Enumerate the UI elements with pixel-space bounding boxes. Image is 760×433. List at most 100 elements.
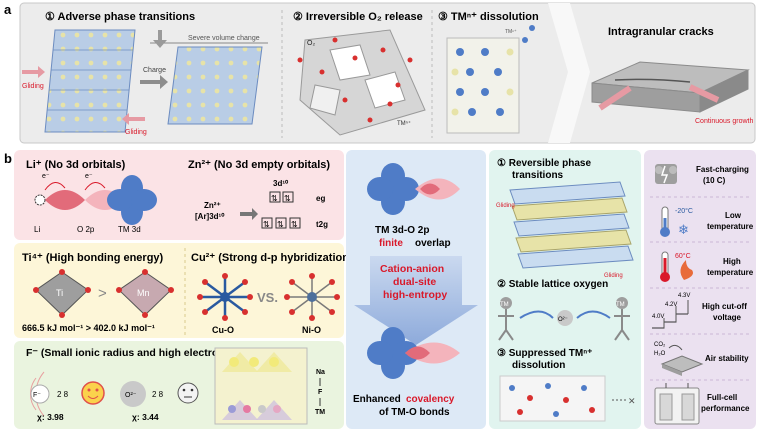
- center-mid-line2: dual-site: [393, 276, 436, 288]
- zn-orbital-boxes: [261, 191, 301, 229]
- zn-arrow-icon: [240, 208, 258, 220]
- f-title: F⁻ (Small ionic radius and high electron…: [26, 347, 271, 359]
- center-top-text: TM 3d-O 2p: [375, 225, 429, 236]
- svg-text:⇅: ⇅: [263, 220, 270, 229]
- voltage-steps-icon: [652, 300, 689, 329]
- down-arrow-icon: [354, 256, 478, 345]
- volume-change-label: Severe volume change: [188, 35, 260, 42]
- magnet-icon: [519, 310, 554, 319]
- right3-title2: dissolution: [512, 360, 565, 371]
- feature-2-label2: temperature: [707, 222, 754, 231]
- electron-label: e⁻: [85, 173, 93, 180]
- co2-label: CO₂: [654, 342, 666, 348]
- right-gliding-label: Gliding: [604, 273, 623, 279]
- greater-than: >: [98, 285, 107, 302]
- tm-ion-label: TMⁿ⁺: [397, 120, 411, 127]
- ti-title: Ti⁴⁺ (High bonding energy): [22, 252, 164, 264]
- svg-text:⇅: ⇅: [291, 220, 298, 229]
- crack-arrow-icon: [688, 84, 720, 103]
- blocked-mark: ✕: [628, 396, 636, 406]
- chi-o: χ: 3.44: [132, 412, 159, 422]
- zn-title: Zn²⁺ (No 3d empty orbitals): [188, 159, 330, 171]
- crack-arrow-icon: [598, 85, 632, 111]
- escaping-tm-ion: [529, 25, 535, 31]
- gliding-label: Gliding: [125, 129, 147, 136]
- voltage-4-0: 4.0V: [652, 314, 664, 320]
- electron-arrow-icon: [84, 182, 106, 191]
- o-ion-circle: [120, 381, 146, 407]
- step2-title: ② Irreversible O₂ release: [293, 11, 423, 23]
- f-doped-atoms: [222, 352, 292, 420]
- electron-pairs: ⇅⇅ ⇅⇅⇅: [263, 194, 298, 229]
- svg-text:⇅: ⇅: [284, 194, 291, 203]
- step4-title: Intragranular cracks: [608, 26, 714, 38]
- oxygen-atoms: [284, 273, 340, 321]
- feature-3-label2: temperature: [707, 268, 754, 277]
- feature-box: [644, 150, 756, 429]
- tm-label-right: TM: [616, 302, 625, 308]
- right2-title: ② Stable lattice oxygen: [497, 279, 608, 290]
- transformed-lattice: [167, 46, 263, 125]
- ti-cu-box: [14, 243, 344, 338]
- zn-3d-label: 3d¹⁰: [273, 179, 289, 188]
- happy-face-mouth: [87, 395, 99, 399]
- vs-label: VS.: [257, 290, 278, 305]
- oxygen-atoms: [33, 269, 174, 318]
- o2p-orbital-lobe: [45, 190, 85, 210]
- chi-f: χ: 3.98: [37, 412, 64, 422]
- particle-side-face: [699, 69, 749, 113]
- gliding-label: Gliding: [22, 83, 44, 90]
- step3-title: ③ TMⁿ⁺ dissolution: [438, 11, 539, 23]
- low-temp-value: -20°C: [675, 207, 693, 215]
- eg-label: eg: [316, 194, 325, 203]
- li-sites: [451, 48, 514, 116]
- feature-dividers: [650, 196, 750, 381]
- happy-face-icon: [81, 381, 105, 405]
- panel-b-label: b: [4, 151, 12, 166]
- ti-label: Ti: [56, 288, 63, 298]
- thermometer-cold-icon: [660, 206, 670, 237]
- tm3d-orbital: [107, 175, 157, 225]
- air-arrow-icon: [668, 344, 683, 351]
- happy-face-eye: [87, 388, 91, 392]
- right-o-label: O²⁻: [558, 317, 568, 323]
- gliding-arrow-icon: [122, 113, 145, 125]
- center-top-overlap: overlap: [415, 238, 451, 249]
- charge-label: Charge: [143, 67, 166, 74]
- enhanced-overlap-orbital: [367, 327, 460, 379]
- zn-config: [Ar]3d¹⁰: [195, 212, 225, 221]
- feature-3-label: High: [723, 257, 741, 266]
- happy-face-eye: [95, 388, 99, 392]
- crack-line: [614, 78, 691, 83]
- charge-arrow-icon: [140, 75, 168, 89]
- cu-o-label: Cu-O: [212, 325, 234, 335]
- voltage-4-3: 4.3V: [678, 293, 690, 299]
- layered-lattice: [44, 29, 136, 133]
- fast-charging-icon: [655, 164, 677, 184]
- cu-atom: [220, 292, 230, 302]
- center-bot-covalency: covalency: [406, 394, 455, 405]
- h2o-label: H₂O: [654, 351, 666, 357]
- tm-ions: [456, 48, 504, 116]
- right-gliding-label: Gliding: [496, 203, 515, 209]
- continuous-growth-label: Continuous growth: [695, 118, 753, 125]
- feature-1-label: Fast-charging: [696, 165, 749, 174]
- li-title: Li⁺ (No 3d orbitals): [26, 159, 126, 171]
- right1-title: ① Reversible phase: [497, 158, 591, 169]
- lattice-grid: [47, 49, 133, 111]
- o-shell-label: 2 8: [152, 390, 164, 399]
- center-bot-text2: of TM-O bonds: [379, 407, 450, 418]
- feature-1-label2: (10 C): [703, 176, 726, 185]
- tm-label: TM: [315, 409, 325, 416]
- gliding-arrow-icon: [22, 66, 45, 78]
- cu-title: Cu²⁺ (Strong d-p hybridization): [191, 252, 353, 264]
- o2-label: O₂: [307, 40, 315, 47]
- tm-ion-label: TMⁿ⁺: [505, 29, 517, 35]
- f-shell-label: 2 8: [57, 390, 69, 399]
- f-ion-label: F⁻: [33, 392, 41, 399]
- step1-title: ① Adverse phase transitions: [45, 11, 195, 23]
- f-ion-circle: [30, 384, 50, 404]
- ti-energy: 666.5 kJ mol⁻¹ > 402.0 kJ mol⁻¹: [22, 323, 155, 333]
- down-arrow-icon: [153, 30, 167, 48]
